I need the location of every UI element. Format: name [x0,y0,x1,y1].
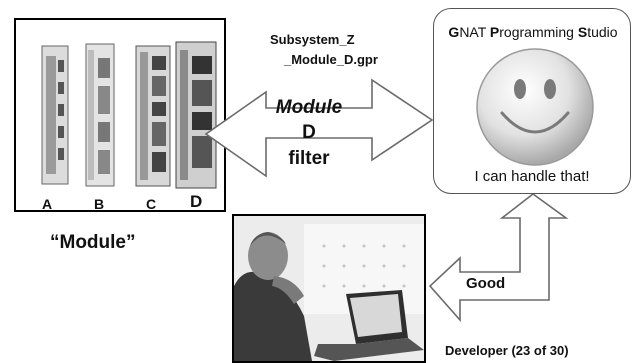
module-caption: “Module” [50,232,136,253]
project-file-line1: Subsystem_Z [270,32,355,47]
feedback-arrow-icon [428,192,569,323]
developer-illustration-icon [234,216,424,361]
gps-caption: I can handle that! [474,168,590,185]
board-b-icon [85,43,115,187]
feedback-label: Good [466,275,506,292]
board-label-d: D [190,192,203,211]
smiley-face-icon [476,48,594,166]
arrow-label-line2: D [302,122,316,143]
project-file-name: Subsystem_Z _Module_D.gpr [262,30,402,70]
board-label-a: A [42,196,53,212]
gps-panel [433,8,631,194]
board-label-c: C [146,196,157,212]
bidirectional-arrow-icon [204,78,434,178]
developer-caption: Developer (23 of 30) [445,343,569,358]
gps-title: GNAT Programming Studio [448,24,618,40]
circuit-boards-icon [41,41,217,189]
developer-photo [232,214,426,363]
board-d-icon [175,41,217,189]
arrow-label-line3: filter [288,148,330,169]
project-file-line2: _Module_D.gpr [284,52,378,67]
board-a-icon [41,45,69,185]
board-label-b: B [94,196,105,212]
board-c-icon [135,45,171,187]
arrow-label-line1: Module [275,97,343,118]
modules-panel: A B C D [14,18,226,212]
